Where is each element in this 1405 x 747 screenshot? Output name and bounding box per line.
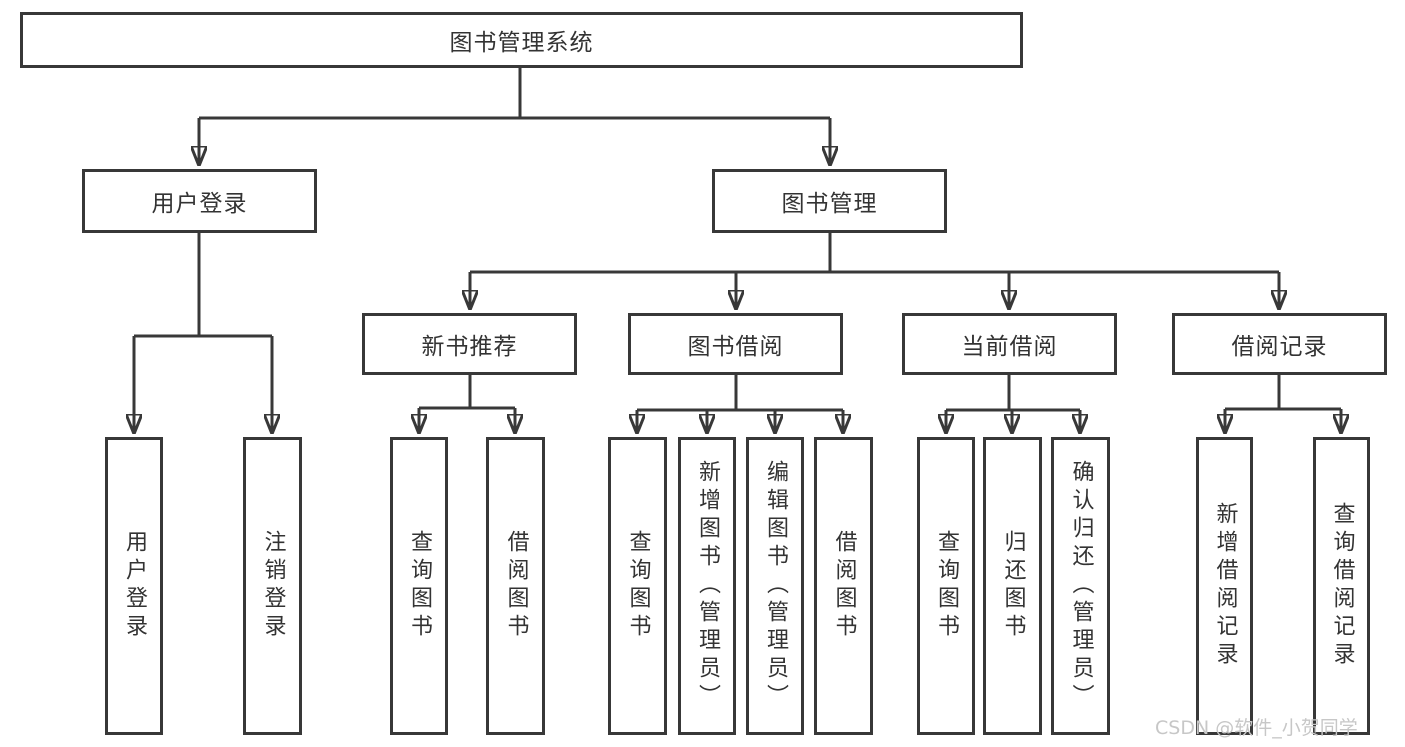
- leaf-borrow-books-recommend: 借阅图书: [486, 437, 545, 735]
- leaf-user-login-label: 用户登录: [122, 530, 147, 642]
- leaf-borrow-books-label: 借阅图书: [831, 530, 857, 642]
- leaf-edit-book-admin: 编辑图书（管理员）: [746, 437, 804, 735]
- leaf-add-borrow-record-label: 新增借阅记录: [1212, 502, 1238, 670]
- leaf-add-borrow-record: 新增借阅记录: [1196, 437, 1253, 735]
- leaf-user-login: 用户登录: [105, 437, 163, 735]
- leaf-add-book-admin: 新增图书（管理员）: [678, 437, 736, 735]
- node-book-borrowing-label: 图书借阅: [687, 334, 784, 360]
- node-current-borrowing-label: 当前借阅: [961, 334, 1058, 360]
- node-book-management: 图书管理: [712, 169, 947, 233]
- node-borrowing-records: 借阅记录: [1172, 313, 1387, 375]
- leaf-query-books-borrow: 查询图书: [608, 437, 667, 735]
- node-new-book-recommend: 新书推荐: [362, 313, 577, 375]
- leaf-borrow-books: 借阅图书: [814, 437, 873, 735]
- leaf-query-books-recommend-label: 查询图书: [407, 530, 432, 642]
- leaf-query-borrow-record: 查询借阅记录: [1313, 437, 1370, 735]
- leaf-add-book-admin-label: 新增图书（管理员）: [695, 460, 720, 712]
- node-current-borrowing: 当前借阅: [902, 313, 1117, 375]
- leaf-query-books-recommend: 查询图书: [390, 437, 448, 735]
- csdn-watermark: CSDN @软件_小贺同学: [1155, 717, 1358, 739]
- leaf-confirm-return-admin: 确认归还（管理员）: [1051, 437, 1110, 735]
- node-book-borrowing: 图书借阅: [628, 313, 843, 375]
- node-library-system-label: 图书管理系统: [449, 30, 594, 56]
- leaf-confirm-return-admin-label: 确认归还（管理员）: [1068, 460, 1094, 712]
- node-book-management-label: 图书管理: [781, 191, 878, 217]
- leaf-query-books-borrow-label: 查询图书: [625, 530, 651, 642]
- leaf-query-books-current: 查询图书: [917, 437, 975, 735]
- node-user-login: 用户登录: [82, 169, 317, 233]
- leaf-query-books-current-label: 查询图书: [934, 530, 959, 642]
- leaf-logout-label: 注销登录: [260, 530, 286, 642]
- node-new-book-recommend-label: 新书推荐: [421, 334, 518, 360]
- leaf-return-book-label: 归还图书: [1000, 530, 1026, 642]
- node-library-system: 图书管理系统: [20, 12, 1023, 68]
- leaf-borrow-books-recommend-label: 借阅图书: [503, 530, 529, 642]
- leaf-edit-book-admin-label: 编辑图书（管理员）: [763, 460, 788, 712]
- leaf-logout: 注销登录: [243, 437, 302, 735]
- node-borrowing-records-label: 借阅记录: [1231, 334, 1328, 360]
- leaf-query-borrow-record-label: 查询借阅记录: [1329, 502, 1355, 670]
- node-user-login-label: 用户登录: [151, 191, 248, 217]
- leaf-return-book: 归还图书: [983, 437, 1042, 735]
